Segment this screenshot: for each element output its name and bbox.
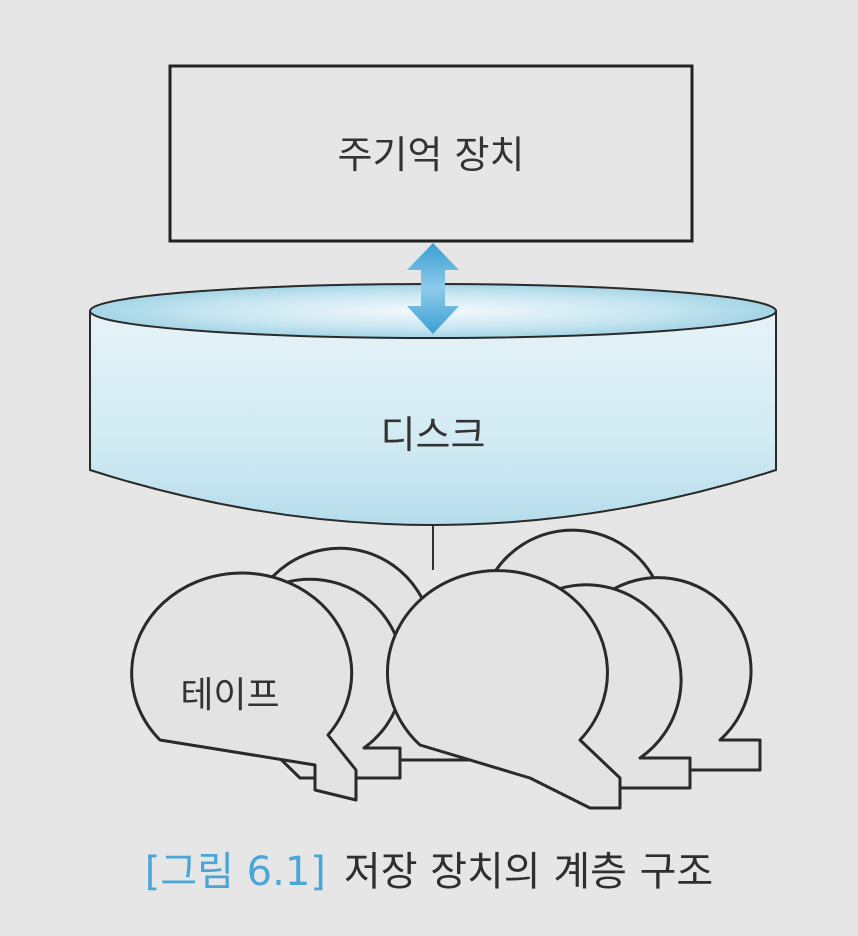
tape-reel [385, 569, 622, 810]
figure-title: 저장 장치의 계층 구조 [343, 849, 714, 895]
tape-label: 테이프 [180, 675, 279, 716]
disk-label: 디스크 [381, 413, 486, 457]
main-memory-box [168, 64, 694, 243]
figure-number: [그림 6.1] [144, 849, 326, 895]
double-arrow-icon [407, 243, 459, 334]
disk-side [89, 310, 777, 526]
main-memory-label: 주기억 장치 [338, 133, 525, 177]
tape-reel [130, 571, 358, 802]
figure-caption: [그림 6.1] 저장 장치의 계층 구조 [0, 842, 858, 902]
